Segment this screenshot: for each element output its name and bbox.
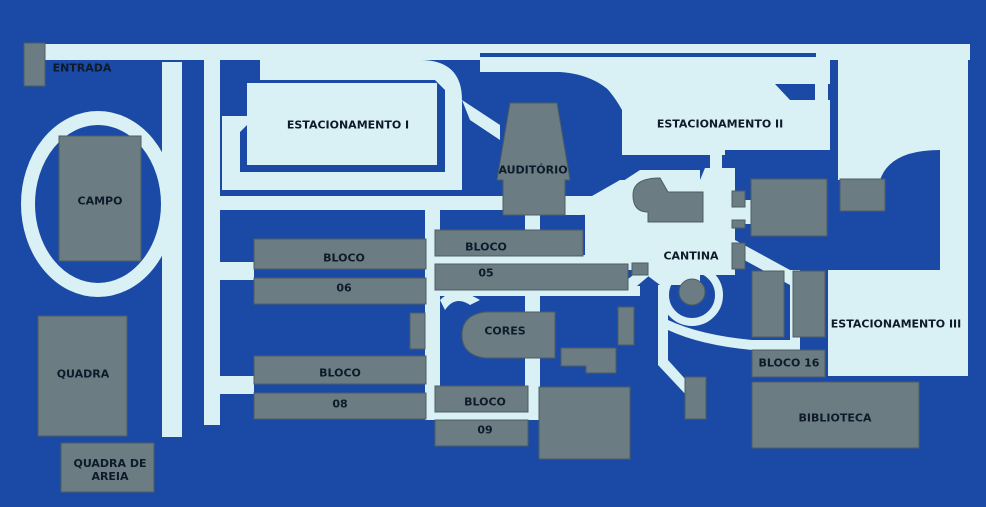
label-quadra: QUADRA xyxy=(56,367,110,381)
block-near-09 xyxy=(538,386,631,460)
label-estacionamento-2: ESTACIONAMENTO II xyxy=(656,117,784,131)
label-estacionamento-1: ESTACIONAMENTO I xyxy=(286,118,410,132)
block-right-cantina-2 xyxy=(731,219,746,229)
block-right-cantina-3 xyxy=(731,242,746,270)
block-right-2 xyxy=(839,178,886,212)
bloco-05-bottom xyxy=(434,263,629,291)
label-bloco-08-top: BLOCO xyxy=(319,366,361,380)
label-bloco-06-top: BLOCO xyxy=(323,251,365,265)
small-block-l xyxy=(560,347,617,374)
small-block-right-cores xyxy=(617,306,635,346)
block-16-left xyxy=(751,270,785,338)
bloco-09-top xyxy=(434,385,529,413)
biblioteca-building xyxy=(751,381,920,449)
cantina-small-block xyxy=(631,262,649,276)
bloco-09-bottom xyxy=(434,419,529,447)
label-bloco-05-num: 05 xyxy=(478,266,494,280)
label-cores: CORES xyxy=(484,324,526,338)
bloco-06-top xyxy=(253,238,427,270)
cantina-dome-block xyxy=(632,177,704,223)
block-right-1 xyxy=(750,178,828,237)
label-cantina: CANTINA xyxy=(663,249,719,263)
bloco-08-top xyxy=(253,355,427,385)
block-right-cantina-1 xyxy=(731,190,746,208)
quadra-areia-building xyxy=(60,442,155,493)
cantina-roundabout xyxy=(661,264,723,326)
label-bloco-08-num: 08 xyxy=(332,397,348,411)
label-auditorio: AUDITÓRIO xyxy=(498,163,568,177)
quadra-building xyxy=(37,315,128,437)
label-bloco-06-num: 06 xyxy=(336,281,352,295)
bloco-08-bottom xyxy=(253,392,427,420)
cores-building xyxy=(461,311,556,359)
bloco-05-top xyxy=(434,229,584,257)
block-16-right xyxy=(792,270,826,338)
bloco-06-bottom xyxy=(253,277,427,305)
small-block-left-cores xyxy=(409,312,426,350)
estacionamento-1-area xyxy=(247,83,437,165)
label-quadra-areia: QUADRA DE AREIA xyxy=(73,457,147,483)
label-campo: CAMPO xyxy=(77,194,123,208)
auditorio-building xyxy=(496,102,571,216)
buildings xyxy=(23,42,920,493)
estac-2-cut xyxy=(775,84,815,100)
campo-building xyxy=(58,135,142,262)
small-block-bottom xyxy=(684,376,707,420)
entrada-building xyxy=(23,42,46,87)
label-bloco-16: BLOCO 16 xyxy=(758,356,820,370)
label-biblioteca: BIBLIOTECA xyxy=(798,411,872,425)
bloco-16-building xyxy=(751,349,826,378)
campo-track xyxy=(21,111,175,297)
label-bloco-09-top: BLOCO xyxy=(464,395,506,409)
label-estacionamento-3: ESTACIONAMENTO III xyxy=(830,317,962,331)
cantina-round-building xyxy=(678,278,706,306)
label-bloco-09-num: 09 xyxy=(477,423,493,437)
label-entrada: ENTRADA xyxy=(52,61,112,75)
label-bloco-05-top: BLOCO xyxy=(465,240,507,254)
estac-2-cut-2 xyxy=(828,84,838,100)
top-strip xyxy=(480,53,816,57)
